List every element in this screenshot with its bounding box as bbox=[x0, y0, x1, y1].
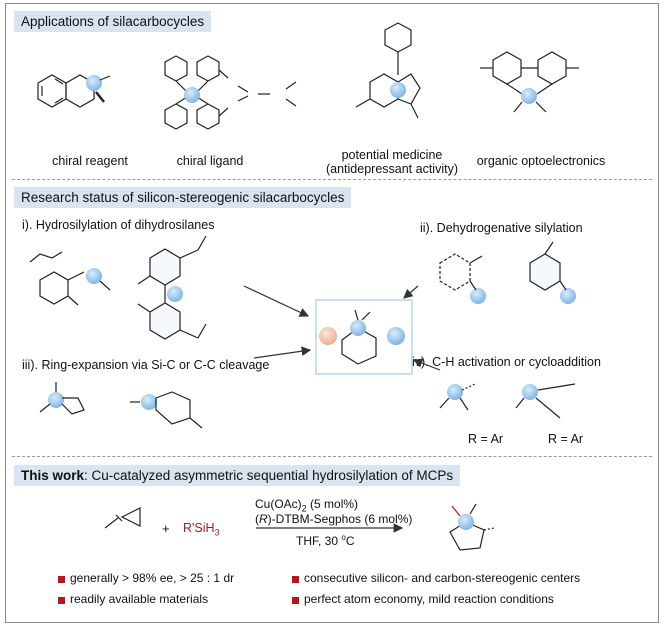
caption-antidepressant: (antidepressant activity) bbox=[325, 162, 458, 176]
section-research-status-header: Research status of silicon-stereogenic s… bbox=[14, 187, 352, 208]
silane-reagent: R'SiH3 bbox=[183, 521, 220, 538]
bullet-marker-1 bbox=[58, 576, 65, 583]
r-equals-ar-2: R = Ar bbox=[548, 432, 584, 446]
caption-potential-medicine: potential medicine bbox=[341, 148, 443, 162]
method-iv-label: iv). C-H activation or cycloaddition bbox=[412, 355, 601, 369]
bullet-text-2: readily available materials bbox=[70, 592, 209, 606]
conditions-text: THF, 30 oC bbox=[296, 533, 355, 548]
method-i-label: i). Hydrosilylation of dihydrosilanes bbox=[22, 218, 215, 232]
bullet-marker-3 bbox=[292, 576, 299, 583]
bullet-text-1: generally > 98% ee, > 25 : 1 dr bbox=[70, 571, 235, 585]
bullet-marker-4 bbox=[292, 597, 299, 604]
caption-chiral-ligand: chiral ligand bbox=[176, 154, 244, 168]
section-applications-header: Applications of silacarbocycles bbox=[14, 11, 212, 32]
divider-1 bbox=[12, 179, 652, 180]
bullet-text-3: consecutive silicon- and carbon-stereoge… bbox=[304, 571, 581, 585]
plus-sign: + bbox=[162, 521, 170, 536]
r-equals-ar-1: R = Ar bbox=[468, 432, 504, 446]
method-ii-label: ii). Dehydrogenative silylation bbox=[420, 221, 583, 235]
ligand-text: (R)-DTBM-Segphos (6 mol%) bbox=[255, 512, 413, 526]
section-this-work-header: This work: Cu-catalyzed asymmetric seque… bbox=[14, 465, 461, 486]
divider-2 bbox=[12, 456, 652, 457]
caption-chiral-reagent: chiral reagent bbox=[52, 154, 128, 168]
figure-frame bbox=[5, 3, 659, 623]
bullet-marker-2 bbox=[58, 597, 65, 604]
method-iii-label: iii). Ring-expansion via Si-C or C-C cle… bbox=[22, 358, 270, 372]
catalyst-text: Cu(OAc)2 (5 mol%) bbox=[255, 497, 359, 514]
bullet-text-4: perfect atom economy, mild reaction cond… bbox=[304, 592, 554, 606]
caption-organic-optoelectronics: organic optoelectronics bbox=[476, 154, 606, 168]
